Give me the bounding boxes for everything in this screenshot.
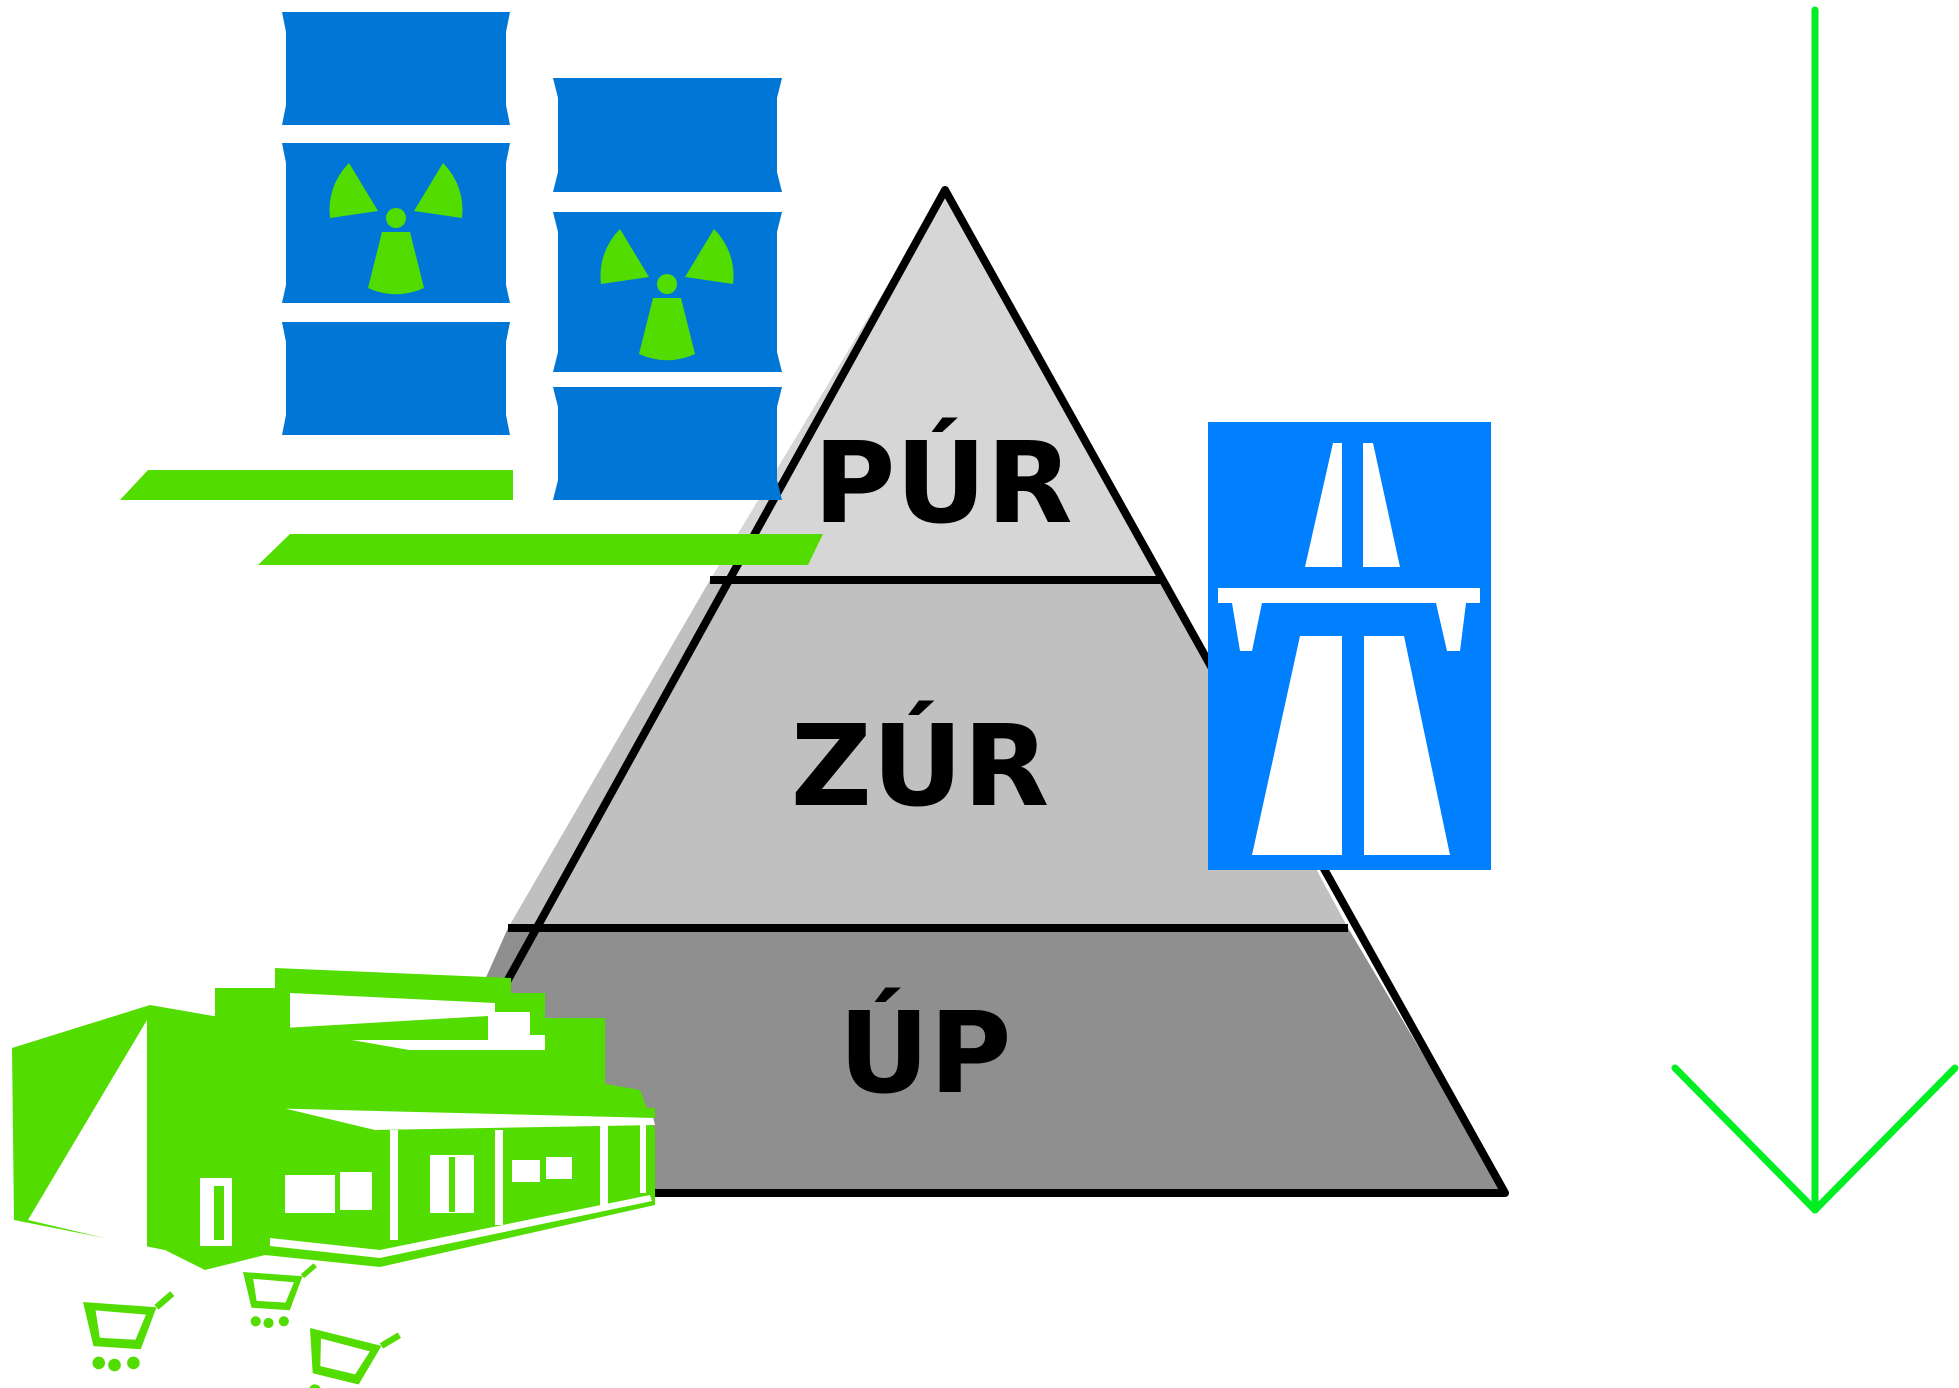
radioactive-barrel-icon bbox=[120, 12, 823, 565]
tier-label-pur: PÚR bbox=[813, 418, 1072, 549]
sign-background bbox=[1208, 422, 1491, 870]
down-arrow-icon bbox=[1671, 6, 1959, 1214]
tier-label-up: ÚP bbox=[838, 988, 1011, 1119]
barrel-left bbox=[282, 12, 510, 435]
barrel-platform-upper bbox=[120, 470, 513, 500]
pyramid-tier-middle bbox=[508, 580, 1348, 928]
highway-sign-icon bbox=[1208, 422, 1491, 870]
shopping-cart-icon bbox=[298, 1320, 399, 1388]
shopping-cart-icon bbox=[83, 1294, 172, 1372]
shopping-cart-icon bbox=[243, 1265, 315, 1328]
shopping-center-icon bbox=[12, 968, 655, 1270]
barrel-right bbox=[553, 78, 782, 500]
barrel-platform-lower bbox=[258, 534, 823, 565]
pyramid-tier-top bbox=[710, 190, 1160, 580]
pyramid: PÚR ZÚR ÚP bbox=[386, 186, 1509, 1197]
pyramid-tier-bottom bbox=[390, 928, 1505, 1193]
tier-label-zur: ZÚR bbox=[791, 701, 1049, 832]
